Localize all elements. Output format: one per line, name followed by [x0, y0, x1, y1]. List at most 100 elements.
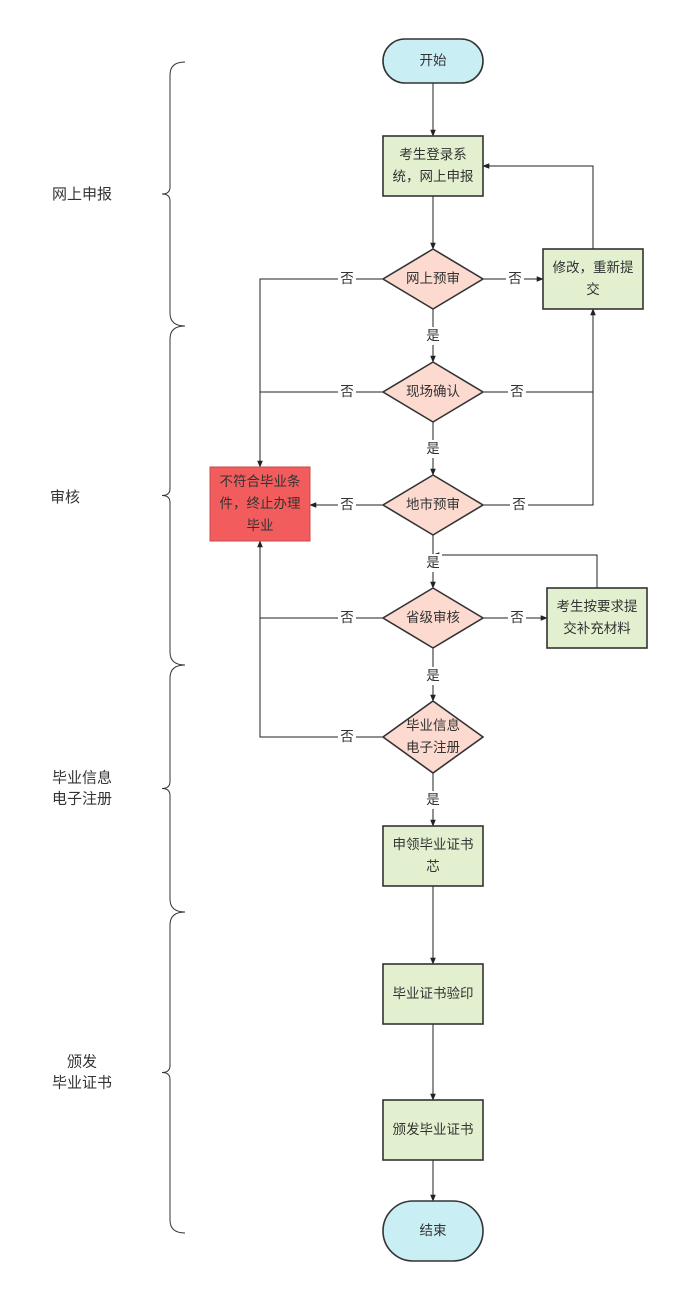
process-shape	[546, 587, 648, 649]
node-register: 毕业信息电子注册	[381, 700, 485, 774]
edge-label-e-prov-supp: 否	[510, 610, 524, 626]
process-shape	[542, 248, 644, 310]
phase-label-p4: 颁发毕业证书	[52, 1053, 112, 1092]
edge-e-prov-reject	[257, 540, 383, 619]
phase-bracket-p4	[161, 911, 186, 1234]
node-label-issue-line: 颁发毕业证书	[393, 1122, 474, 1138]
node-label-pre_online-line: 网上预审	[406, 271, 460, 287]
node-label-verify-line: 毕业证书验印	[393, 986, 474, 1002]
node-label-onsite: 现场确认	[406, 384, 460, 400]
node-label-login-line: 考生登录系	[399, 147, 467, 163]
node-label-start-line: 开始	[420, 53, 447, 69]
edge-label-bg	[424, 440, 442, 458]
node-label-register-line: 毕业信息	[406, 717, 460, 734]
node-verify: 毕业证书验印	[382, 963, 484, 1025]
edge-label-bg	[338, 383, 356, 401]
edge-label-bg	[338, 728, 356, 746]
node-label-city: 地市预审	[406, 496, 460, 513]
node-label-reject: 不符合毕业条件，终止办理毕业	[220, 473, 301, 534]
node-label-supplement-line: 考生按要求提	[557, 599, 638, 615]
process-shape	[382, 963, 484, 1025]
edge-label-bg	[338, 270, 356, 288]
edge-label-e-city-reject: 否	[340, 497, 354, 513]
phase-label-p3: 毕业信息电子注册	[52, 769, 112, 808]
edge-e-supp-prov	[432, 552, 598, 588]
decision-shape	[381, 587, 485, 649]
process-shape	[382, 135, 484, 197]
decision-shape	[381, 474, 485, 536]
phase-label-p4-line: 颁发	[67, 1053, 97, 1071]
phase-label-p2: 审核	[50, 488, 80, 506]
node-label-modify-line: 交	[586, 281, 600, 298]
edge-label-e-pre-reject: 否	[340, 271, 354, 287]
edge-label-bg	[424, 667, 442, 685]
edge-label-e-city-modify: 否	[512, 497, 526, 513]
edge-label-e-pre-onsite: 是	[426, 328, 440, 344]
edge-label-bg	[424, 791, 442, 809]
node-label-reject-line: 件，终止办理	[220, 496, 301, 512]
node-label-login: 考生登录系统，网上申报	[393, 147, 474, 185]
node-label-apply_chip-line: 芯	[426, 859, 440, 875]
node-pre_online: 网上预审	[381, 248, 485, 310]
decision-shape	[381, 248, 485, 310]
node-label-start: 开始	[420, 53, 447, 69]
phase-label-p4-line: 毕业证书	[52, 1074, 112, 1092]
edge-label-bg	[506, 270, 524, 288]
node-label-city-line: 地市预审	[406, 496, 460, 513]
phase-label-p3-line: 电子注册	[52, 790, 112, 808]
node-label-issue: 颁发毕业证书	[393, 1122, 474, 1138]
phase-label-p1: 网上申报	[52, 185, 112, 203]
node-label-province-line: 省级审核	[406, 610, 460, 626]
edge-label-e-prov-register: 是	[426, 668, 440, 684]
edge-label-e-pre-modify: 否	[508, 271, 522, 287]
edge-label-bg	[508, 383, 526, 401]
edge-label-e-onsite-reject: 否	[340, 384, 354, 400]
node-label-apply_chip-line: 申领毕业证书	[393, 837, 474, 853]
node-label-pre_online: 网上预审	[406, 271, 460, 287]
phase-bracket-p1	[161, 61, 186, 327]
node-label-register-line: 电子注册	[406, 740, 460, 756]
node-label-supplement: 考生按要求提交补充材料	[557, 599, 638, 637]
edge-label-bg	[508, 609, 526, 627]
node-label-login-line: 统，网上申报	[393, 169, 474, 185]
node-end: 结束	[382, 1200, 484, 1262]
node-supplement: 考生按要求提交补充材料	[546, 587, 648, 649]
node-label-modify-line: 修改，重新提	[553, 260, 634, 276]
node-label-reject-line: 毕业	[247, 518, 274, 534]
edge-label-bg	[424, 327, 442, 345]
node-start: 开始	[382, 38, 484, 84]
edge-label-e-onsite-city: 是	[426, 441, 440, 457]
node-city: 地市预审	[381, 474, 485, 536]
reject-shape	[209, 466, 311, 542]
edge-e-city-modify	[483, 392, 594, 506]
node-modify: 修改，重新提交	[542, 248, 644, 310]
node-label-end: 结束	[420, 1223, 447, 1239]
node-label-apply_chip: 申领毕业证书芯	[393, 837, 474, 875]
terminal-shape	[382, 1200, 484, 1262]
node-reject: 不符合毕业条件，终止办理毕业	[209, 466, 311, 542]
node-issue: 颁发毕业证书	[382, 1099, 484, 1161]
node-province: 省级审核	[381, 587, 485, 649]
process-shape	[382, 1099, 484, 1161]
edge-e-reg-reject	[259, 618, 383, 738]
node-label-onsite-line: 现场确认	[406, 384, 460, 400]
edge-label-bg	[510, 496, 528, 514]
edge-e-modify-login	[482, 163, 594, 249]
edge-label-e-reg-reject: 否	[340, 729, 354, 745]
phase-label-p1-line: 网上申报	[52, 185, 112, 203]
terminal-shape	[382, 38, 484, 84]
phase-bracket-p3	[161, 664, 186, 913]
decision-shape	[381, 700, 485, 774]
phase-label-p3-line: 毕业信息	[52, 769, 112, 787]
node-label-verify: 毕业证书验印	[393, 986, 474, 1002]
node-label-province: 省级审核	[406, 610, 460, 626]
phase-bracket-p2	[161, 325, 186, 666]
process-shape	[382, 825, 484, 887]
node-apply_chip: 申领毕业证书芯	[382, 825, 484, 887]
edge-label-bg	[338, 496, 356, 514]
node-onsite: 现场确认	[381, 361, 485, 423]
node-label-end-line: 结束	[420, 1223, 447, 1239]
